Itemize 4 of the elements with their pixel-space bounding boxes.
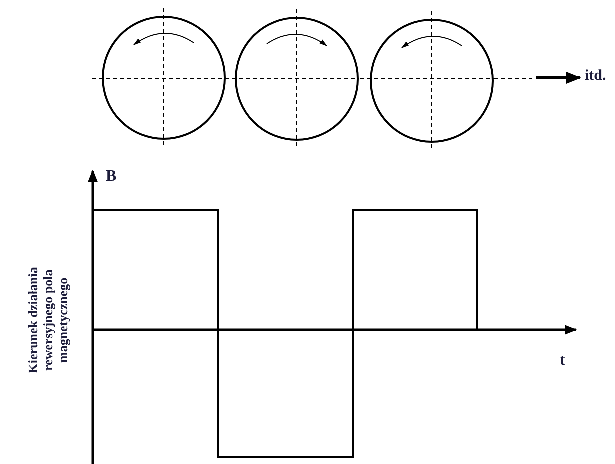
axis-title: Kierunek działania rewersyjnego pola magnetycznego bbox=[26, 266, 72, 376]
axis-label: t bbox=[560, 352, 566, 370]
axis-label: B bbox=[106, 168, 117, 186]
axis-label: itd. bbox=[585, 68, 606, 85]
